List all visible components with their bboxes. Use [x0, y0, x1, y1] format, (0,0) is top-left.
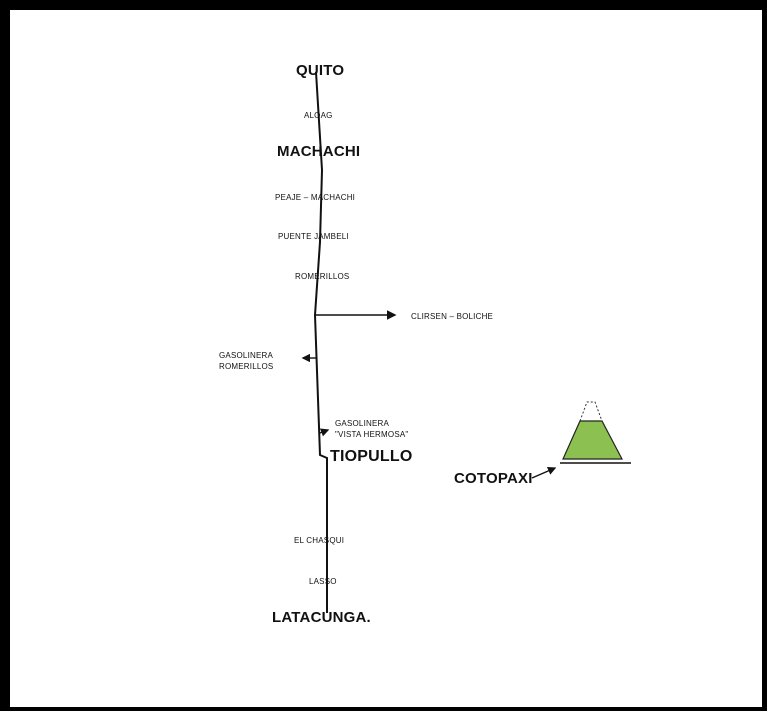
- landmark-cotopaxi: COTOPAXI: [454, 470, 533, 487]
- stop-machachi: MACHACHI: [277, 143, 361, 160]
- stop-quito: QUITO: [296, 62, 345, 79]
- stop-latacunga: LATACUNGA.: [272, 609, 371, 626]
- gasolinera-vista-arrow: [319, 428, 330, 437]
- gasolinera-romerillos-line1: GASOLINERA: [219, 351, 274, 360]
- stop-romerillos: ROMERILLOS: [295, 272, 350, 281]
- gasolinera-vista-line1: GASOLINERA: [335, 419, 390, 428]
- stop-peaje-machachi: PEAJE – MACHACHI: [275, 193, 356, 202]
- map-frame: QUITO ALOAG MACHACHI PEAJE – MACHACHI PU…: [10, 10, 762, 707]
- gasolinera-vista-line2: "VISTA HERMOSA": [335, 430, 409, 439]
- stop-puente-jambeli: PUENTE JAMBELI: [278, 232, 349, 241]
- stop-clirsen-boliche: CLIRSEN – BOLICHE: [411, 312, 494, 321]
- cotopaxi-arrow: [531, 466, 557, 479]
- route-diagram: [301, 71, 631, 613]
- stop-tiopullo: TIOPULLO: [330, 448, 413, 465]
- stop-gasolinera-romerillos: GASOLINERA ROMERILLOS: [219, 350, 273, 372]
- stop-lasso: LASSO: [309, 577, 337, 586]
- stop-aloag: ALOAG: [304, 111, 333, 120]
- stop-gasolinera-vista-hermosa: GASOLINERA "VISTA HERMOSA": [335, 418, 408, 440]
- volcano-icon: [560, 401, 631, 464]
- main-road-line: [313, 71, 328, 613]
- stop-el-chasqui: EL CHASQUI: [294, 536, 345, 545]
- gasolinera-romerillos-line2: ROMERILLOS: [219, 362, 274, 371]
